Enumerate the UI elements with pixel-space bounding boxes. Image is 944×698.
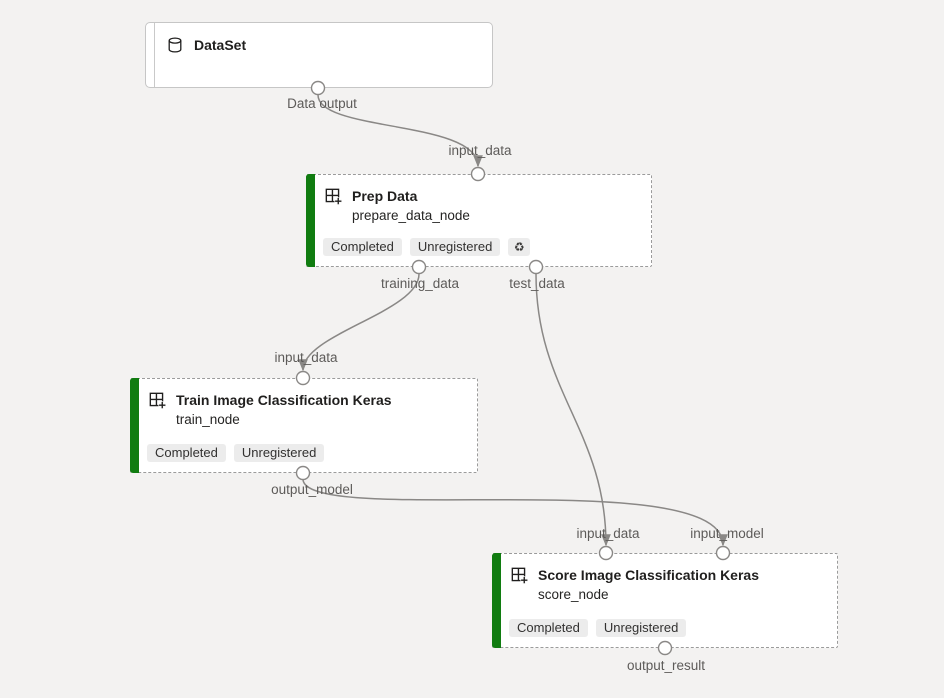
component-icon	[147, 390, 167, 410]
dataset-left-divider	[154, 23, 155, 87]
node-subtitle: score_node	[538, 587, 609, 602]
node-subtitle: train_node	[176, 412, 240, 427]
component-icon	[509, 565, 529, 585]
port-train-input-data[interactable]	[295, 370, 311, 386]
status-badge: Completed	[323, 238, 402, 256]
edge-prep-to-train[interactable]	[298, 273, 420, 372]
node-dataset[interactable]: DataSet	[145, 22, 493, 88]
port-label-input-data: input_data	[448, 143, 512, 158]
port-label-output-result: output_result	[626, 658, 706, 673]
node-title: Prep Data	[352, 188, 418, 204]
node-title: DataSet	[194, 37, 247, 53]
port-label-data-output: Data output	[287, 96, 357, 111]
port-label-training-data: training_data	[380, 276, 460, 291]
status-bar-completed	[130, 378, 139, 473]
edge-prep-to-score[interactable]	[535, 273, 611, 547]
port-label-test-data: test_data	[509, 276, 565, 291]
port-train-output-model[interactable]	[295, 465, 311, 481]
port-prep-training-data[interactable]	[411, 259, 427, 275]
status-bar-completed	[492, 553, 501, 648]
port-label-input-data: input_data	[274, 350, 338, 365]
port-dataset-data-output[interactable]	[310, 80, 326, 96]
component-icon	[323, 186, 343, 206]
port-label-output-model: output_model	[271, 482, 353, 497]
edge-dataset-to-prep[interactable]	[317, 94, 483, 168]
status-badge: Completed	[147, 444, 226, 462]
node-subtitle: prepare_data_node	[352, 208, 470, 223]
registration-badge: Unregistered	[409, 238, 501, 256]
reuse-icon: ♻	[508, 238, 531, 256]
registration-badge: Unregistered	[233, 444, 325, 462]
database-icon	[165, 35, 185, 55]
port-score-output-result[interactable]	[657, 640, 673, 656]
node-score[interactable]: Score Image Classification Keras score_n…	[492, 553, 838, 648]
node-prep-data[interactable]: Prep Data prepare_data_node Completed Un…	[306, 174, 652, 267]
edge-train-to-score[interactable]	[302, 479, 728, 547]
node-title: Score Image Classification Keras	[538, 567, 759, 583]
port-score-input-model[interactable]	[715, 545, 731, 561]
node-train[interactable]: Train Image Classification Keras train_n…	[130, 378, 478, 473]
registration-badge: Unregistered	[595, 619, 687, 637]
port-label-input-data: input_data	[576, 526, 640, 541]
status-bar-completed	[306, 174, 315, 267]
port-prep-input-data[interactable]	[470, 166, 486, 182]
port-score-input-data[interactable]	[598, 545, 614, 561]
port-label-input-model: input_model	[690, 526, 764, 541]
status-badge: Completed	[509, 619, 588, 637]
port-prep-test-data[interactable]	[528, 259, 544, 275]
node-title: Train Image Classification Keras	[176, 392, 392, 408]
